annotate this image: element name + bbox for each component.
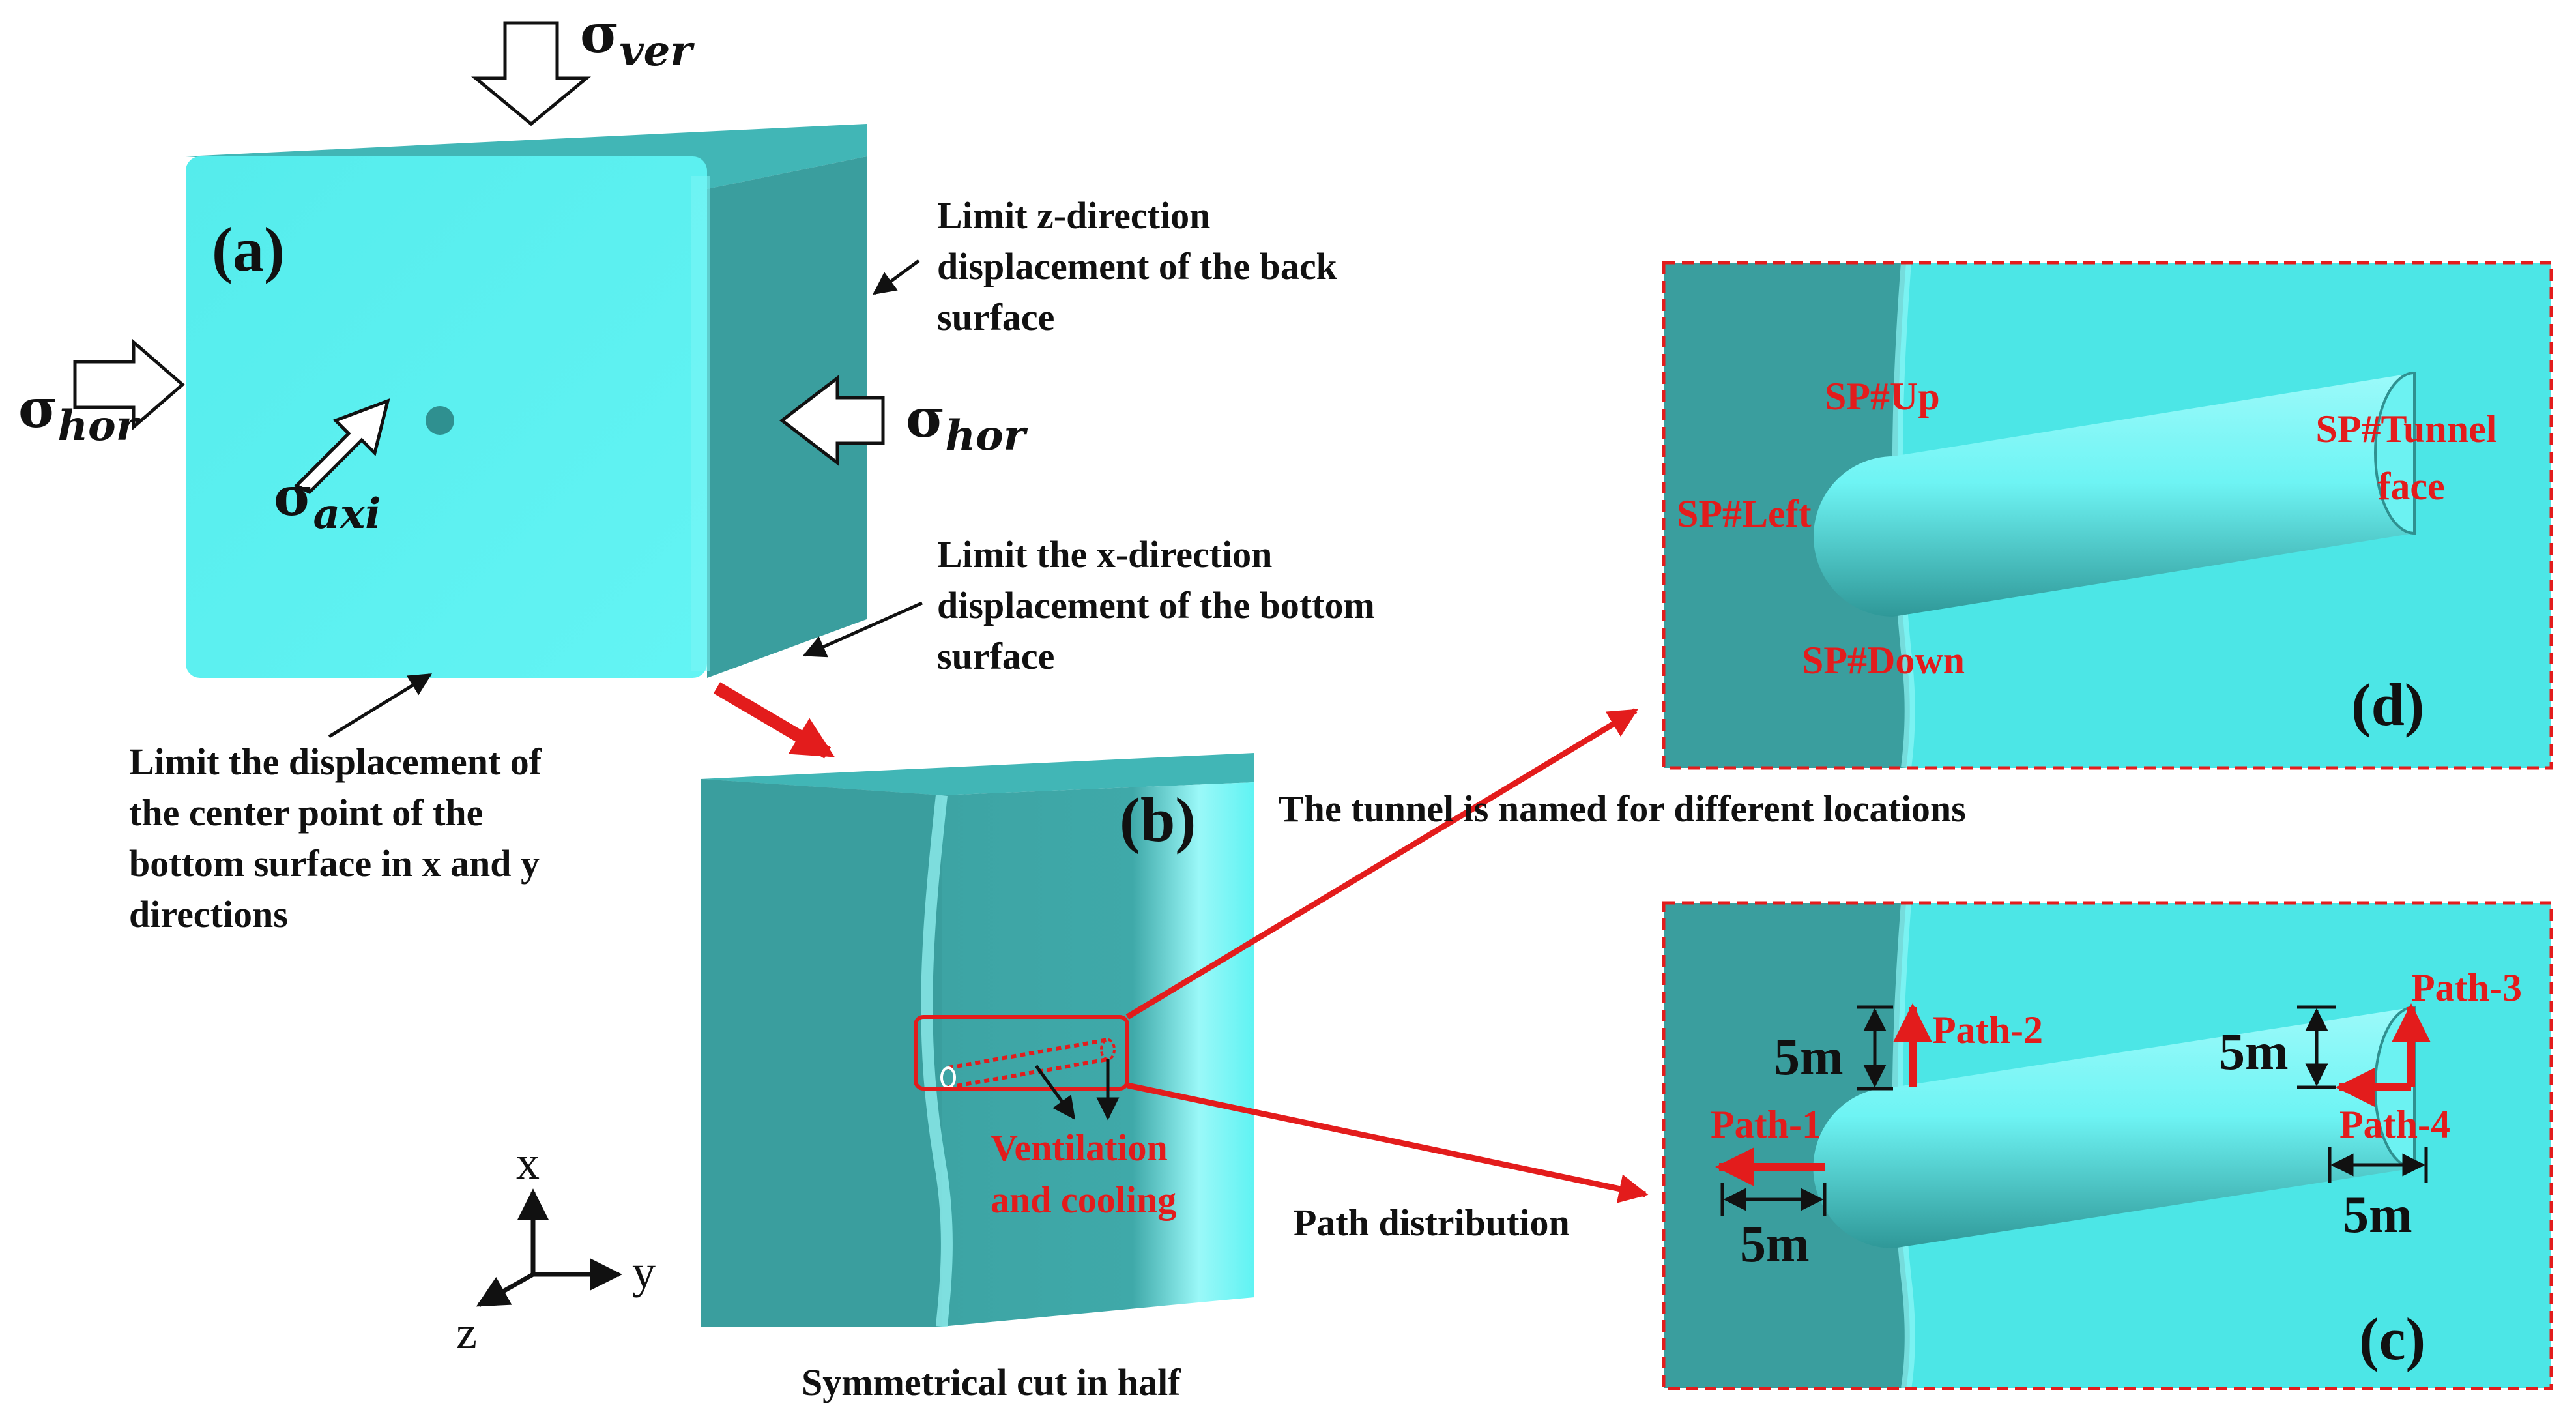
tunnel-hole	[426, 406, 454, 435]
panel-c-dark-side	[1664, 903, 1910, 1388]
stress-arrow-vertical	[471, 21, 591, 126]
stress-arrow-axial	[293, 398, 390, 495]
path-1-label: Path-1	[1711, 1103, 1821, 1146]
connector-to-c	[1127, 1082, 1649, 1203]
panel-d-tunnel-body	[1814, 373, 2414, 617]
panel-b-caption: Symmetrical cut in half	[802, 1361, 1181, 1403]
panel-a-tag: (a)	[212, 214, 285, 284]
half-block-curve-highlight	[921, 795, 953, 1327]
arrow-bottom-surface	[802, 601, 923, 658]
dim-path-4	[2328, 1147, 2428, 1183]
panel-c-frame	[1662, 901, 2553, 1390]
constraint-center-point: Limit the displacement of the center poi…	[129, 741, 551, 935]
connector-to-d	[1125, 708, 1638, 1020]
dim-path-1-label: 5m	[1740, 1216, 1810, 1273]
panel-d-tunnel-face	[2374, 371, 2416, 535]
stress-label-axial: σaxi	[274, 465, 381, 538]
panel-c	[1662, 901, 2553, 1390]
stress-label-horizontal-right: σhor	[906, 387, 1028, 460]
label-sp-left: SP#Left	[1677, 492, 1812, 535]
dim-path-3-label: 5m	[2219, 1023, 2289, 1081]
axis-z-label: z	[456, 1306, 477, 1359]
constraint-back-surface: Limit z-direction displacement of the ba…	[937, 194, 1346, 338]
arrow-back-surface	[873, 259, 920, 295]
label-sp-tunnel-face: SP#Tunnel face	[2316, 407, 2507, 508]
dim-path-2	[1857, 1005, 1893, 1091]
half-block-top-face	[701, 753, 1254, 795]
panel-b-block	[701, 753, 1254, 1327]
dim-path-4-label: 5m	[2343, 1186, 2412, 1244]
panel-c-caption: Path distribution	[1294, 1201, 1570, 1244]
panel-b-tag: (b)	[1120, 785, 1196, 855]
label-sp-down: SP#Down	[1802, 639, 1965, 682]
dim-path-3	[2297, 1005, 2336, 1089]
half-block-left-face	[701, 779, 942, 1327]
panel-d-frame	[1662, 261, 2553, 770]
cube-front-highlight	[691, 176, 710, 671]
dim-path-1	[1720, 1183, 1827, 1216]
stress-label-horizontal-left: σhor	[18, 377, 141, 450]
arrow-center-point	[328, 673, 432, 739]
path-2-label: Path-2	[1932, 1008, 2043, 1051]
panel-d	[1662, 261, 2553, 770]
panel-d-tag: (d)	[2351, 671, 2424, 738]
stress-arrow-horizontal-left	[73, 338, 185, 431]
panel-c-tunnel-body	[1813, 1007, 2414, 1248]
arrow-a-to-b	[713, 682, 835, 759]
panel-d-dark-side	[1664, 263, 1910, 768]
stress-arrow-horizontal-right	[779, 374, 885, 467]
ventilation-label: Ventilation and cooling	[991, 1126, 1177, 1221]
constraint-bottom-surface: Limit the x-direction displacement of th…	[937, 533, 1384, 677]
label-sp-up: SP#Up	[1825, 375, 1940, 418]
axes-triad	[476, 1188, 622, 1308]
dim-path-2-label: 5m	[1774, 1029, 1844, 1086]
panel-c-tag: (c)	[2359, 1306, 2425, 1372]
arrow-ventilation-1	[1034, 1065, 1076, 1120]
panel-d-caption: The tunnel is named for different locati…	[1279, 787, 1966, 830]
axis-x-label: x	[516, 1137, 540, 1189]
path-3-label: Path-3	[2411, 966, 2522, 1009]
panel-a-cube	[186, 124, 867, 678]
axis-y-label: y	[632, 1246, 656, 1298]
stress-label-vertical: σver	[580, 3, 695, 76]
tunnel-highlight-box	[914, 1015, 1129, 1091]
path-4-label: Path-4	[2339, 1103, 2450, 1146]
